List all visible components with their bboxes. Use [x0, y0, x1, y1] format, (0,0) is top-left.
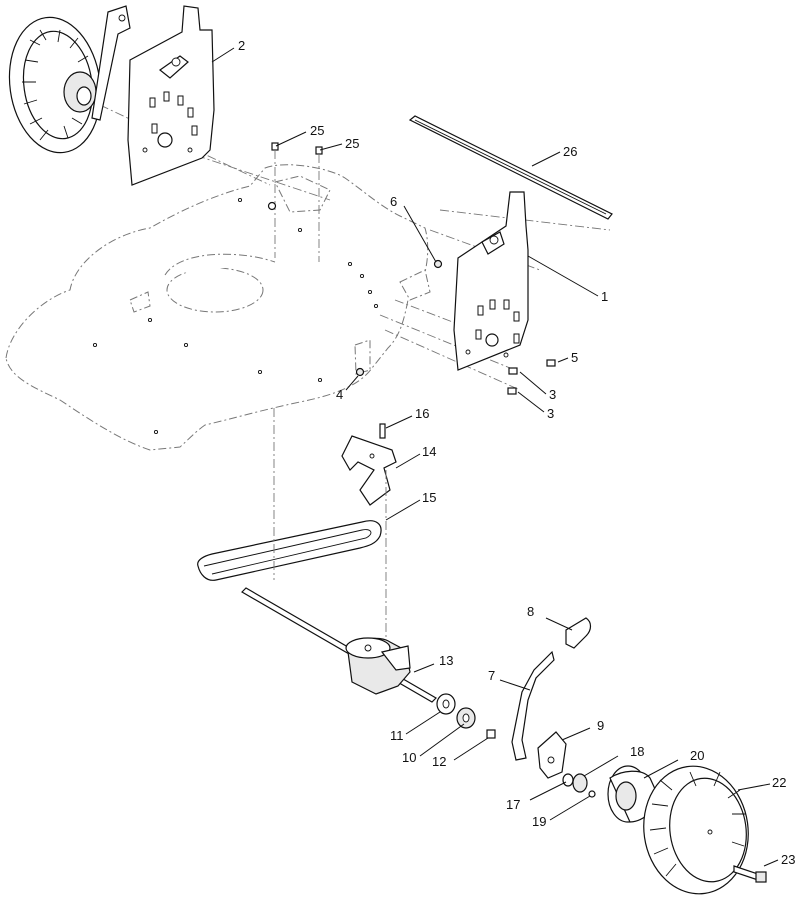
callout-25a: 25: [310, 123, 324, 138]
callout-20: 20: [690, 748, 704, 763]
mower-deck: [5, 104, 611, 451]
callout-10: 10: [402, 750, 416, 765]
callout-17: 17: [506, 797, 520, 812]
transmission-axle: [241, 587, 437, 703]
deck-bolt-holes: [92, 197, 379, 435]
wheel-hub-drum: [607, 765, 661, 823]
drive-gears: [562, 773, 596, 798]
callout-15: 15: [422, 490, 436, 505]
callout-13: 13: [439, 653, 453, 668]
callout-1: 1: [601, 289, 608, 304]
callout-23: 23: [781, 852, 795, 867]
right-rear-wheel: [643, 765, 749, 895]
fasteners: [267, 142, 556, 395]
callout-7: 7: [488, 668, 495, 683]
right-height-adjust-plate: [453, 191, 529, 371]
callout-4: 4: [336, 387, 343, 402]
wheel-bolt: [733, 865, 767, 883]
left-height-adjust-plate: [127, 5, 215, 186]
belt-guide-bracket: [341, 423, 397, 506]
axle-bearings: [436, 693, 496, 739]
leader-lines: [211, 47, 779, 867]
callout-16: 16: [415, 406, 429, 421]
callout-labels: 2 25 25 26 6 1 5 3 3 4 16 14 15 8 13 7 9…: [238, 38, 795, 867]
callout-22: 22: [772, 775, 786, 790]
callout-26: 26: [563, 144, 577, 159]
callout-5: 5: [571, 350, 578, 365]
callout-3a: 3: [549, 387, 556, 402]
callout-14: 14: [422, 444, 436, 459]
callout-19: 19: [532, 814, 546, 829]
callout-11: 11: [390, 728, 404, 743]
callout-2: 2: [238, 38, 245, 53]
callout-6: 6: [390, 194, 397, 209]
height-adjust-rod: [408, 115, 613, 220]
callout-9: 9: [597, 718, 604, 733]
callout-8: 8: [527, 604, 534, 619]
callout-25b: 25: [345, 136, 359, 151]
callout-18: 18: [630, 744, 644, 759]
drive-belt: [197, 520, 382, 581]
callout-12: 12: [432, 754, 446, 769]
left-rear-wheel: [8, 5, 131, 154]
height-adjust-lever: [511, 617, 592, 779]
callout-3b: 3: [547, 406, 554, 421]
